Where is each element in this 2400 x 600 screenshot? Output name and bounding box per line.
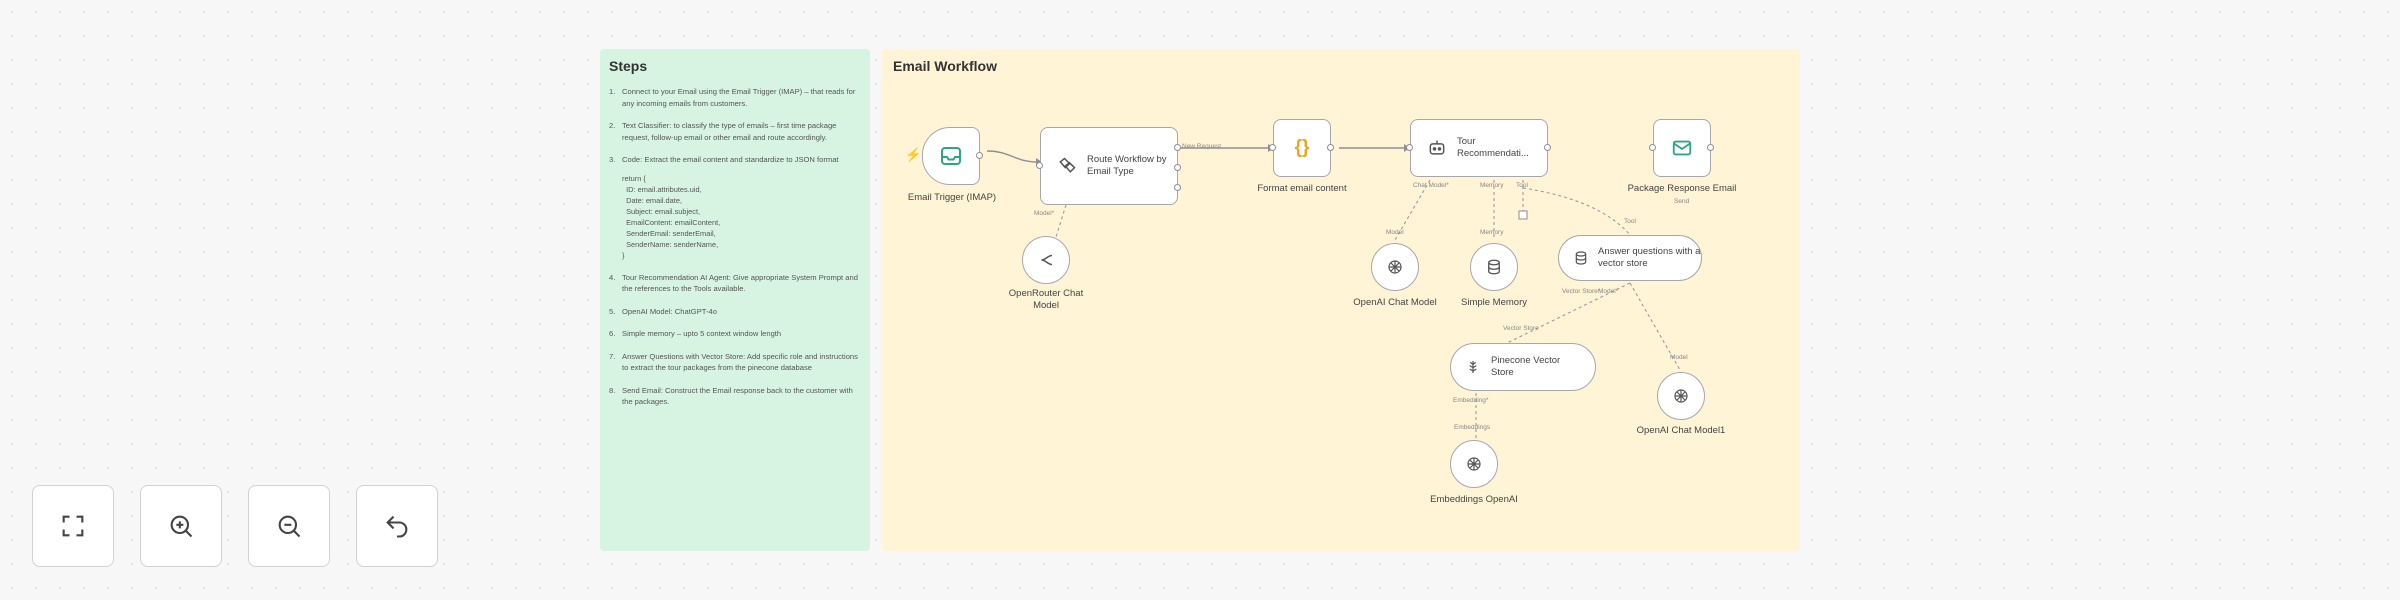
package-send-sublabel: Send bbox=[1674, 198, 1690, 205]
step-item: 7.Answer Questions with Vector Store: Ad… bbox=[609, 351, 858, 373]
pinecone-in-sublabel: Vector Store bbox=[1503, 325, 1539, 332]
simple-memory-label: Simple Memory bbox=[1461, 297, 1527, 308]
fit-view-button[interactable] bbox=[32, 485, 114, 567]
zoom-in-icon bbox=[167, 512, 195, 540]
pinecone-label: Pinecone Vector Store bbox=[1491, 355, 1561, 378]
step-item: 5.OpenAI Model: ChatGPT-4o bbox=[609, 306, 717, 316]
tool-sublabel: Tool bbox=[1624, 218, 1636, 225]
reset-zoom-button[interactable] bbox=[356, 485, 438, 567]
tour-recommendation-node[interactable]: Tour Recommendati... bbox=[1410, 119, 1548, 177]
step-item: 2.Text Classifier: to classify the type … bbox=[609, 121, 837, 142]
output-port[interactable] bbox=[1327, 144, 1334, 151]
email-trigger-label: Email Trigger (IMAP) bbox=[907, 192, 997, 203]
openai-model-sublabel: Model bbox=[1386, 229, 1404, 236]
robot-icon bbox=[1427, 138, 1447, 158]
step-item: 1.Connect to your Email using the Email … bbox=[609, 87, 856, 108]
openai-chat-model-node[interactable] bbox=[1371, 243, 1419, 291]
embeddings-sublabel: Embeddings bbox=[1454, 424, 1491, 431]
embeddings-label: Embeddings OpenAI bbox=[1430, 494, 1518, 505]
input-port[interactable] bbox=[1649, 144, 1656, 151]
pinecone-node[interactable]: Pinecone Vector Store bbox=[1450, 343, 1596, 391]
zoom-out-icon bbox=[275, 512, 303, 540]
step-item: 4.Tour Recommendation AI Agent: Give app… bbox=[609, 272, 858, 294]
package-email-node[interactable] bbox=[1653, 119, 1711, 177]
openai-icon bbox=[1386, 258, 1404, 276]
email-trigger-node[interactable] bbox=[922, 127, 980, 185]
inbox-icon bbox=[939, 144, 963, 168]
openai-icon bbox=[1672, 387, 1690, 405]
simple-memory-node[interactable] bbox=[1470, 243, 1518, 291]
step-item: 6.Simple memory – upto 5 context window … bbox=[609, 329, 782, 338]
steps-list: 1.Connect to your Email using the Email … bbox=[609, 86, 861, 166]
pinecone-icon bbox=[1465, 359, 1481, 375]
connection-tour-answer bbox=[1522, 187, 1631, 236]
answer-questions-label: Answer questions with a vector store bbox=[1598, 246, 1701, 269]
openai-chat-model1-node[interactable] bbox=[1657, 372, 1705, 420]
output-port[interactable] bbox=[1707, 144, 1714, 151]
step-item: 8.Send Email: Construct the Email respon… bbox=[609, 385, 853, 407]
output-port-followup[interactable] bbox=[1174, 164, 1181, 171]
vector-store-sublabel: Vector Store* bbox=[1562, 288, 1601, 295]
openai-chat-model-label: OpenAI Chat Model bbox=[1353, 297, 1437, 308]
embeddings-node[interactable] bbox=[1450, 440, 1498, 488]
openai1-model-sublabel: Model bbox=[1670, 354, 1688, 361]
code-snippet: return { ID: email.attributes.uid, Date:… bbox=[622, 173, 721, 260]
connection-answer-pinecone bbox=[1504, 282, 1631, 345]
output-port-new-request[interactable] bbox=[1174, 144, 1181, 151]
answer-questions-node[interactable]: Answer questions with a vector store bbox=[1558, 235, 1702, 281]
openrouter-label: OpenRouter Chat Model bbox=[1008, 288, 1084, 311]
tour-recommendation-label: Tour Recommendati... bbox=[1457, 136, 1529, 159]
route-model-sublabel: Model* bbox=[1034, 210, 1055, 217]
input-port[interactable] bbox=[1406, 144, 1413, 151]
connection-trigger-route bbox=[986, 150, 1039, 163]
steps-sticky-note[interactable]: Steps 1.Connect to your Email using the … bbox=[600, 49, 870, 551]
database-icon bbox=[1485, 258, 1503, 276]
output-port[interactable] bbox=[1544, 144, 1551, 151]
openrouter-icon bbox=[1037, 251, 1055, 269]
tour-chat-model-sublabel: Chat Model* bbox=[1413, 182, 1449, 189]
fullscreen-icon bbox=[59, 512, 87, 540]
steps-list-continued: 4.Tour Recommendation AI Agent: Give app… bbox=[609, 272, 861, 408]
openai-icon bbox=[1465, 455, 1483, 473]
input-port[interactable] bbox=[1036, 162, 1043, 169]
route-signs-icon bbox=[1057, 156, 1077, 176]
output-port-other[interactable] bbox=[1174, 184, 1181, 191]
workflow-title: Email Workflow bbox=[893, 58, 997, 74]
code-braces-icon: {} bbox=[1294, 137, 1310, 158]
step-item: 3.Code: Extract the email content and st… bbox=[609, 155, 839, 164]
openrouter-node[interactable] bbox=[1022, 236, 1070, 284]
route-workflow-label: Route Workflow by Email Type bbox=[1087, 154, 1167, 177]
steps-title: Steps bbox=[609, 58, 648, 74]
connection-answer-openai1 bbox=[1629, 282, 1681, 371]
openai-chat-model1-label: OpenAI Chat Model1 bbox=[1636, 425, 1726, 436]
tour-tool-sublabel: Tool bbox=[1516, 182, 1528, 189]
new-request-sublabel: New Request bbox=[1182, 143, 1222, 150]
answer-model-sublabel: Model* bbox=[1598, 288, 1619, 295]
memory-sublabel: Memory bbox=[1480, 229, 1504, 236]
format-email-node[interactable]: {} bbox=[1273, 119, 1331, 177]
database-icon bbox=[1573, 250, 1589, 266]
trigger-bolt-icon: ⚡ bbox=[905, 147, 922, 162]
email-icon bbox=[1671, 137, 1693, 159]
pinecone-embedding-sublabel: Embedding* bbox=[1453, 397, 1489, 404]
connection-route-openrouter bbox=[1054, 204, 1067, 241]
add-tool-handle bbox=[1518, 210, 1528, 220]
tour-memory-sublabel: Memory bbox=[1480, 182, 1504, 189]
undo-icon bbox=[383, 512, 411, 540]
zoom-in-button[interactable] bbox=[140, 485, 222, 567]
output-port[interactable] bbox=[976, 152, 983, 159]
input-port[interactable] bbox=[1269, 144, 1276, 151]
route-workflow-node[interactable]: Route Workflow by Email Type bbox=[1040, 127, 1178, 205]
format-email-label: Format email content bbox=[1257, 183, 1347, 194]
workflow-sticky-note[interactable]: Email Workflow bbox=[882, 49, 1800, 551]
package-email-label: Package Response Email bbox=[1627, 183, 1737, 194]
zoom-out-button[interactable] bbox=[248, 485, 330, 567]
